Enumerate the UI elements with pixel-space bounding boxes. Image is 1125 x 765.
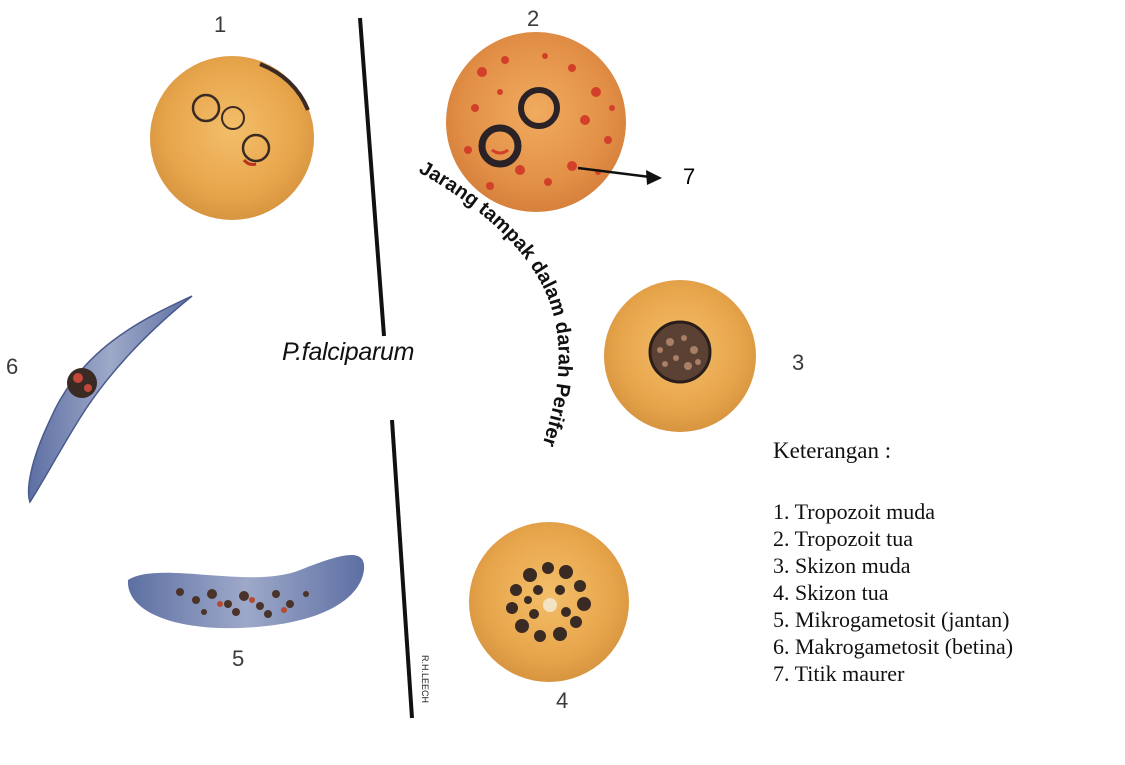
legend-item: 5. Mikrogametosit (jantan): [773, 606, 1123, 633]
stage-number-1: 1: [214, 12, 226, 38]
stage-number-3: 3: [792, 350, 804, 376]
maurer-arrow-head: [646, 170, 662, 185]
stage-1-cell: [150, 56, 314, 220]
stage-3-cell: [604, 280, 756, 432]
divider-line-bottom: [392, 420, 412, 718]
divider-line-top: [360, 18, 384, 336]
stage-2-cell: [446, 32, 626, 212]
legend-item: 4. Skizon tua: [773, 579, 1123, 606]
stage-number-5: 5: [232, 646, 244, 672]
stage-6-cell: [29, 296, 192, 502]
stage-number-4: 4: [556, 688, 568, 714]
legend-item: 3. Skizon muda: [773, 552, 1123, 579]
legend-item: 7. Titik maurer: [773, 660, 1123, 687]
legend: Keterangan : 1. Tropozoit muda 2. Tropoz…: [743, 438, 1123, 687]
stage-5-cell: [128, 555, 364, 628]
legend-item: 1. Tropozoit muda: [773, 498, 1123, 525]
stage-number-6: 6: [6, 354, 18, 380]
species-label: P.falciparum: [282, 338, 414, 367]
stage-4-cell: [469, 522, 629, 682]
maurer-label-7: 7: [683, 164, 695, 190]
artist-signature: R.H.LEECH: [420, 655, 430, 703]
legend-list: 1. Tropozoit muda 2. Tropozoit tua 3. Sk…: [773, 498, 1123, 687]
legend-item: 2. Tropozoit tua: [773, 525, 1123, 552]
legend-title: Keterangan :: [773, 438, 1123, 464]
stage-number-2: 2: [527, 6, 539, 32]
legend-item: 6. Makrogametosit (betina): [773, 633, 1123, 660]
